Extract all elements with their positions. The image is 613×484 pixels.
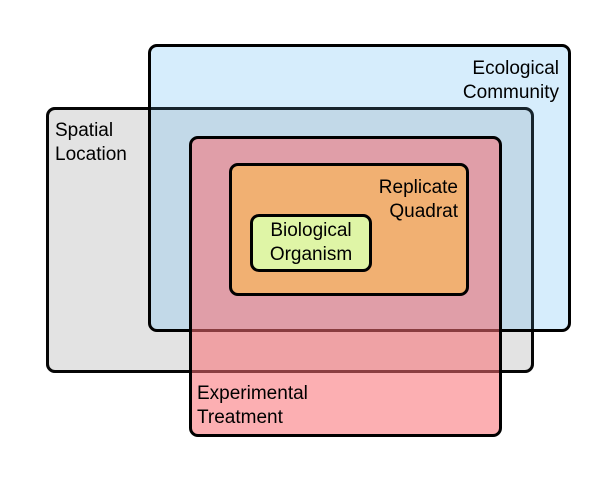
spatial-location-label-line-2: Location (55, 144, 127, 165)
biological-organism-box (250, 214, 372, 272)
experimental-treatment-label-line-1: Experimental (197, 383, 308, 404)
replicate-quadrat-label-line-2: Quadrat (389, 201, 458, 222)
spatial-location-label-line-1: Spatial (55, 120, 114, 141)
biological-organism-label: Biological Organism (250, 219, 372, 267)
experimental-treatment-label-line-2: Treatment (197, 407, 283, 428)
ecological-community-label-line-1: Ecological (472, 58, 559, 79)
ecological-community-label-line-2: Community (462, 82, 559, 103)
replicate-quadrat-label: Replicate Quadrat (379, 176, 458, 224)
ecological-community-label: Ecological Community (463, 57, 559, 105)
spatial-location-label: Spatial Location (55, 119, 127, 167)
biological-organism-label-line-1: Biological (270, 220, 352, 241)
replicate-quadrat-label-line-1: Replicate (378, 177, 458, 198)
experimental-treatment-label: Experimental Treatment (197, 382, 308, 430)
biological-organism-label-line-2: Organism (269, 244, 353, 265)
